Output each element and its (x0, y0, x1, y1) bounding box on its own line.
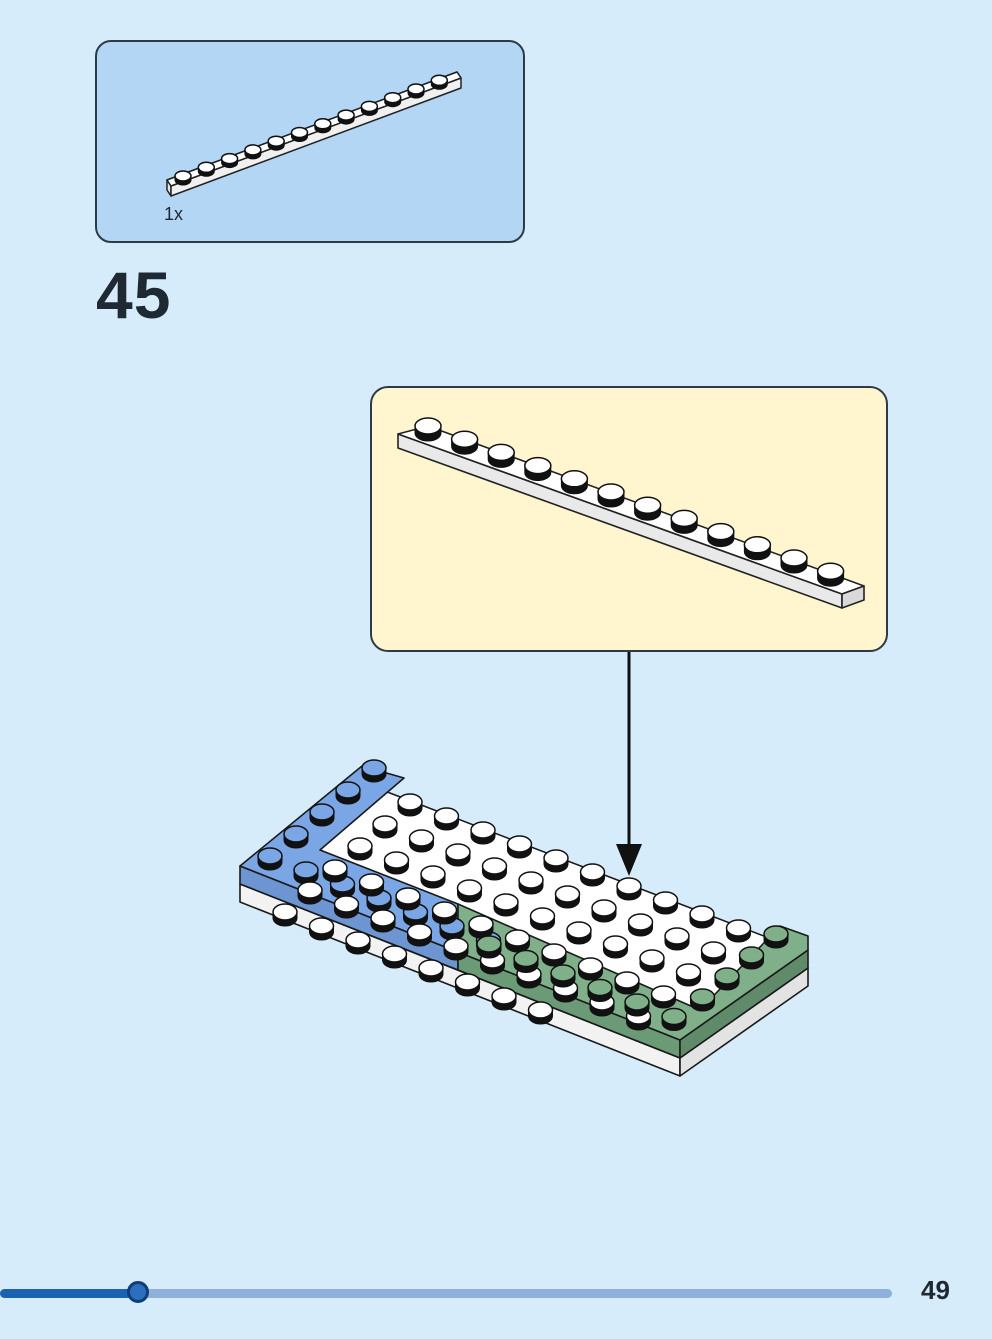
assembly-model (239, 652, 809, 1077)
progress-track (0, 1289, 892, 1298)
placement-arrow (616, 652, 642, 876)
page-number: 49 (921, 1275, 950, 1305)
part-quantity: 1x (164, 204, 184, 224)
progress-fill (0, 1289, 139, 1298)
progress-knob (127, 1281, 150, 1303)
parts-list-box: 1x (95, 40, 525, 243)
step-number: 45 (96, 258, 172, 332)
callout-box (370, 386, 888, 652)
white-plate-1x12-callout-icon (397, 417, 865, 609)
white-plate-1x12-icon (166, 71, 462, 197)
